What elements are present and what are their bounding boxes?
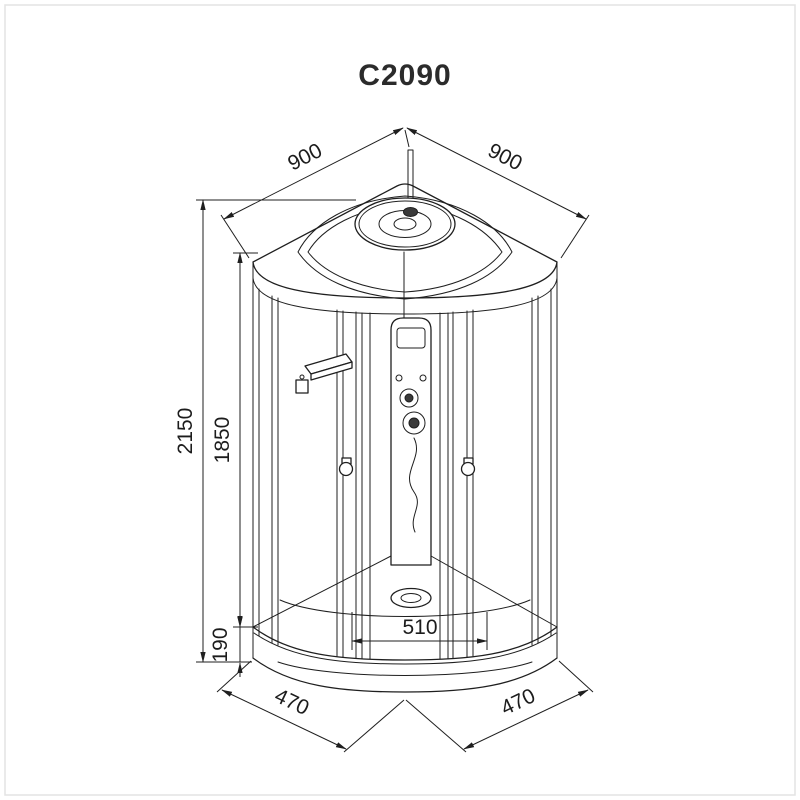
page-border	[4, 4, 796, 796]
roof-recessed-panel	[297, 195, 513, 300]
dimension-510: 510	[351, 612, 488, 650]
drain-cover	[390, 587, 432, 609]
shower-tray	[252, 587, 558, 693]
roof-outline	[252, 183, 558, 315]
control-column	[390, 317, 432, 566]
dim-label-1850: 1850	[211, 417, 234, 464]
mixer-knob-lower	[402, 411, 426, 435]
shower-hose	[409, 437, 418, 533]
dimension-190: 190	[209, 612, 252, 677]
corner-shelf	[295, 353, 353, 394]
tray-skirt	[252, 657, 558, 693]
dim-label-510: 510	[402, 616, 437, 639]
dim-label-190: 190	[209, 627, 232, 662]
glass-vertical-frames-right	[439, 277, 558, 660]
model-number-title: C2090	[358, 59, 451, 92]
dimension-2150: 2150	[174, 199, 356, 663]
glass-vertical-frames-left	[252, 277, 371, 660]
shower-head-joint	[403, 207, 418, 217]
tray-floor-edge	[279, 599, 531, 617]
mixer-knob-upper	[399, 388, 419, 408]
dim-label-470-left: 470	[271, 684, 313, 720]
column-top-panel	[396, 327, 426, 349]
shelf-bracket	[295, 379, 309, 394]
tray-rim	[252, 626, 558, 661]
dim-label-470-right: 470	[497, 684, 539, 720]
interior-edges	[252, 251, 558, 628]
left-body-jet	[338, 461, 354, 477]
glass-panels	[252, 277, 558, 660]
body-jets	[338, 457, 476, 477]
dimension-1850: 1850	[211, 252, 258, 628]
dim-label-2150: 2150	[174, 408, 197, 455]
right-body-jet	[460, 461, 476, 477]
